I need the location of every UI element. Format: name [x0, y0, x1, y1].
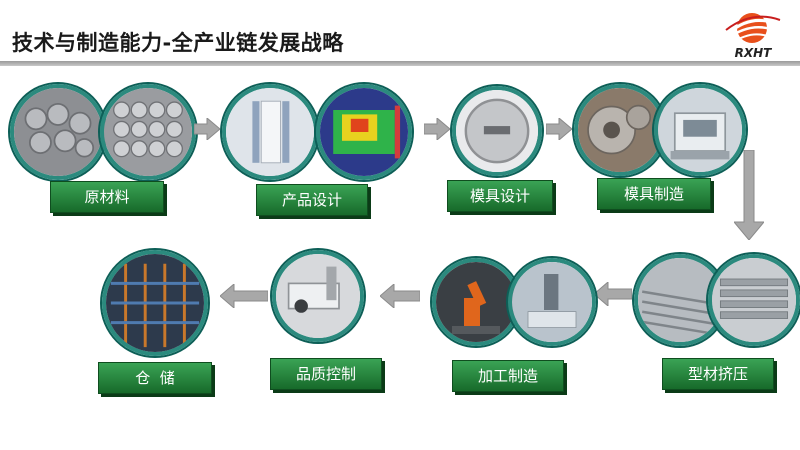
profile-extrusion-photo-2	[708, 254, 800, 346]
step-label-warehouse: 仓 储	[98, 362, 212, 394]
flow-arrow-right-icon	[546, 118, 572, 140]
step-label-raw-material: 原材料	[50, 181, 164, 213]
flow-arrow-left-icon	[594, 282, 632, 306]
machining-photo-2	[508, 258, 596, 346]
mold-design-photo	[452, 86, 542, 176]
product-design-photo-1	[222, 84, 318, 180]
raw-material-photo-1	[10, 84, 106, 180]
step-label-product-design: 产品设计	[256, 184, 368, 216]
machining-photo-1	[432, 258, 520, 346]
quality-control-photo	[272, 250, 364, 342]
step-label-machining: 加工制造	[452, 360, 564, 392]
page-title: 技术与制造能力-全产业链发展战略	[12, 31, 344, 55]
step-label-mold-manufacturing: 模具制造	[597, 178, 711, 210]
flow-arrow-down-icon	[734, 150, 764, 240]
flow-arrow-left-icon	[380, 284, 420, 308]
product-design-photo-2	[316, 84, 412, 180]
title-divider	[0, 61, 800, 66]
raw-material-photo-2	[100, 84, 196, 180]
mold-manufacturing-photo-1	[574, 84, 666, 176]
flow-arrow-right-icon	[194, 118, 220, 140]
flow-arrow-right-icon	[424, 118, 450, 140]
step-label-quality-control: 品质控制	[270, 358, 382, 390]
warehouse-photo	[102, 250, 208, 356]
step-label-profile-extrusion: 型材挤压	[662, 358, 774, 390]
company-logo-icon	[725, 13, 781, 44]
step-label-mold-design: 模具设计	[447, 180, 553, 212]
flow-arrow-left-icon	[220, 284, 268, 308]
mold-manufacturing-photo-2	[654, 84, 746, 176]
company-logo-text: RXHT	[734, 46, 772, 60]
